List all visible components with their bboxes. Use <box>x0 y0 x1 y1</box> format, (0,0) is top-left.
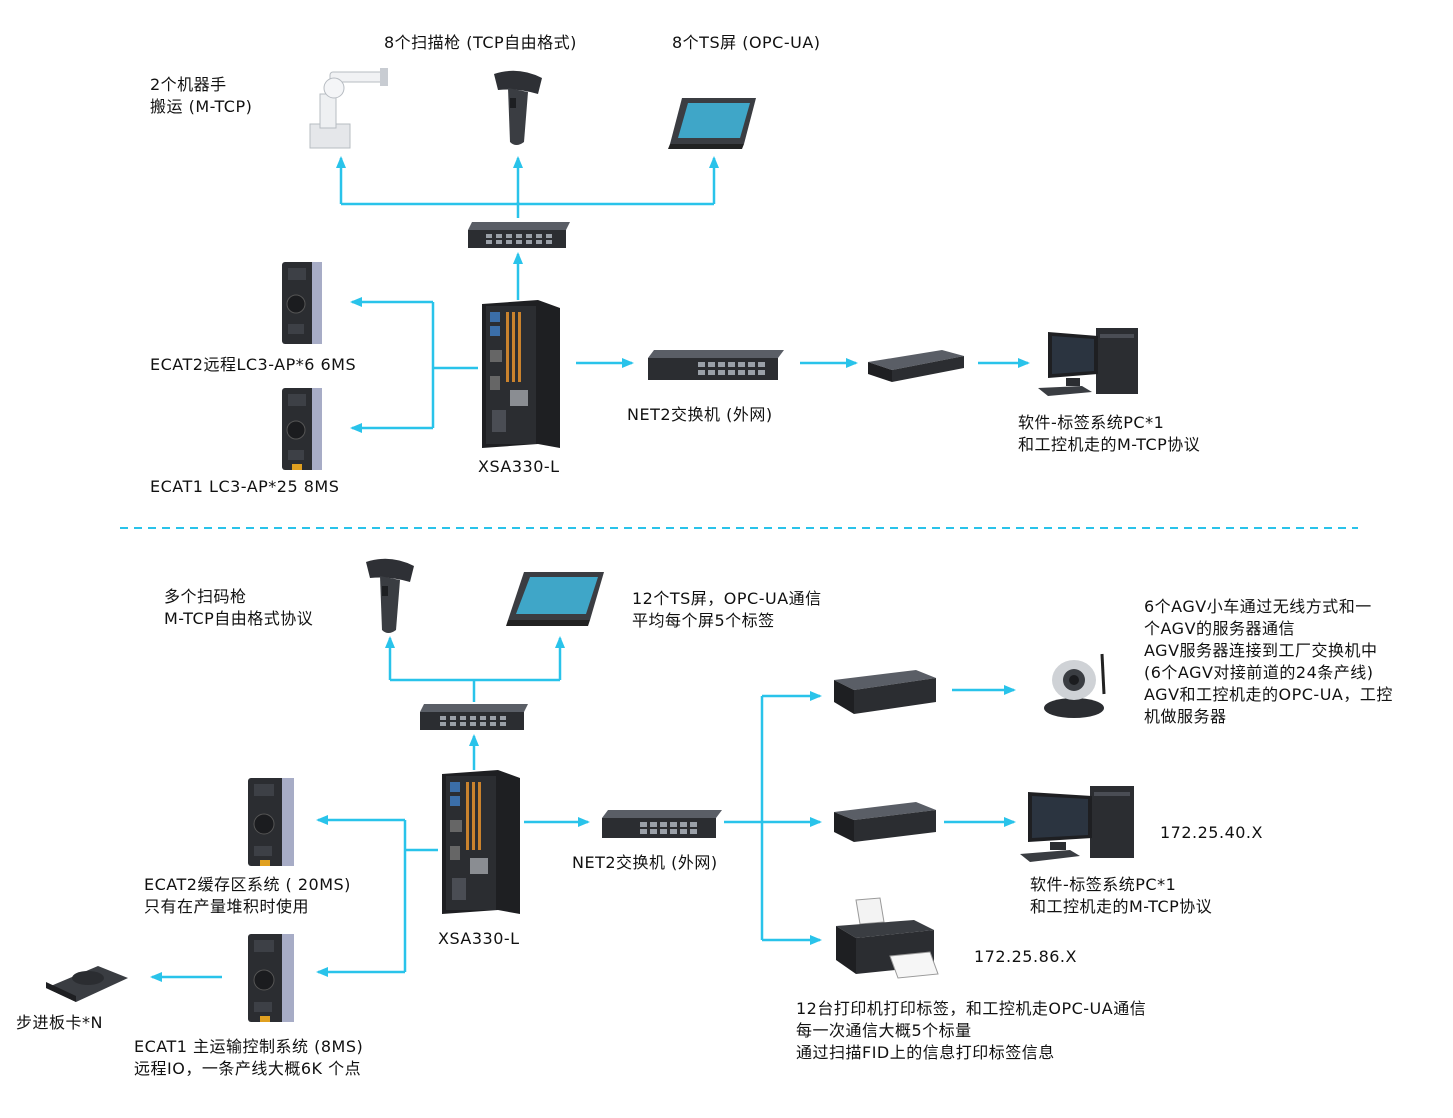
scanner-label: 8个扫描枪 (TCP自由格式) <box>384 33 577 52</box>
network-switch-icon <box>418 702 530 736</box>
lc3-main-label: ECAT1 LC3-AP*25 8MS <box>150 477 340 496</box>
b-main-label: ECAT1 主运输控制系统 (8MS)远程IO，一条产线大概6K 个点 <box>134 1037 364 1078</box>
controller-label: XSA330-L <box>478 457 560 476</box>
lc3-remote-label: ECAT2远程LC3-AP*6 6MS <box>150 355 357 374</box>
network-switch-icon <box>832 800 938 850</box>
network-switch-icon <box>866 348 966 388</box>
industrial-pc-icon <box>478 298 562 454</box>
desktop-pc-icon <box>1038 326 1142 402</box>
network-switch-icon <box>646 348 786 386</box>
stepper-card-icon <box>44 962 130 1008</box>
b-buffer-label: ECAT2缓存区系统 ( 20MS)只有在产量堆积时使用 <box>144 875 351 916</box>
printer-icon <box>834 896 940 986</box>
b-stepper-label: 步进板卡*N <box>16 1013 103 1032</box>
robot-label: 2个机器手搬运 (M-TCP) <box>150 75 253 116</box>
net2-label: NET2交换机 (外网) <box>627 405 773 424</box>
b-net2-label: NET2交换机 (外网) <box>572 853 718 872</box>
robot-arm-icon <box>300 64 390 158</box>
barcode-scanner-icon <box>488 68 548 152</box>
desktop-pc-icon <box>1020 784 1140 868</box>
network-switch-icon <box>466 220 572 254</box>
barcode-scanner-icon <box>360 556 420 640</box>
network-switch-icon <box>832 668 938 722</box>
servo-drive-icon <box>278 260 326 350</box>
b-ts-label: 12个TS屏，OPC-UA通信平均每个屏5个标签 <box>632 589 822 630</box>
b-printer-label: 12台打印机打印标签，和工控机走OPC-UA通信每一次通信大概5个标量 通过扫描… <box>796 999 1147 1062</box>
b-printer-ip: 172.25.86.X <box>974 947 1077 966</box>
servo-drive-icon <box>244 776 298 872</box>
servo-drive-icon <box>244 932 298 1028</box>
industrial-pc-icon <box>438 768 522 920</box>
b-controller-label: XSA330-L <box>438 929 520 948</box>
servo-drive-icon <box>278 386 326 476</box>
ts-label: 8个TS屏 (OPC-UA) <box>672 33 821 52</box>
network-switch-icon <box>600 808 724 844</box>
touch-screen-icon <box>506 568 606 632</box>
touch-screen-icon <box>668 94 758 154</box>
b-pc-ip: 172.25.40.X <box>1160 823 1263 842</box>
b-agv-label: 6个AGV小车通过无线方式和一个AGV的服务器通信 AGV服务器连接到工厂交换机… <box>1144 597 1393 726</box>
camera-icon <box>1036 650 1116 726</box>
